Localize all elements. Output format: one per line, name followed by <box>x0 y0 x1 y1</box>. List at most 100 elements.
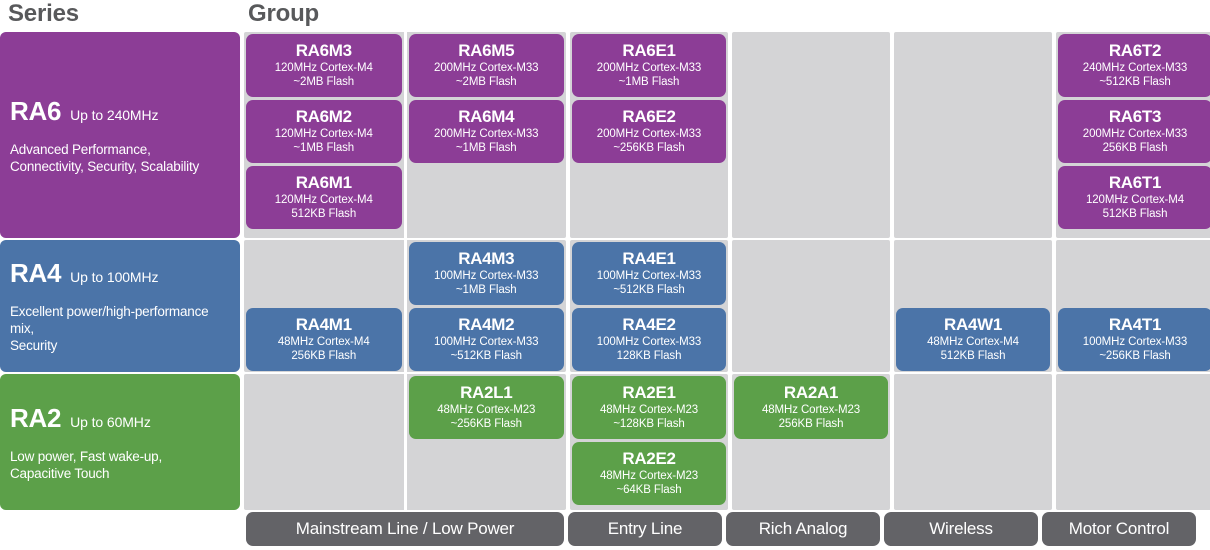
column-mainstream-lowpower-ra6: RA6M3 120MHz Cortex-M4 ~2MB Flash RA6M2 … <box>244 32 566 238</box>
product-chip[interactable]: RA6M5 200MHz Cortex-M33 ~2MB Flash <box>408 34 564 97</box>
product-chip[interactable]: RA6M2 120MHz Cortex-M4 ~1MB Flash <box>246 100 402 163</box>
category-footer: Mainstream Line / Low Power Entry Line R… <box>0 512 1210 550</box>
chip-core: 200MHz Cortex-M33 <box>1082 127 1188 140</box>
column-wireless-ra6 <box>894 32 1052 238</box>
subcolumn-mainstream-ra2 <box>244 374 404 510</box>
product-chip[interactable]: RA4M3 100MHz Cortex-M33 ~1MB Flash <box>408 242 564 305</box>
chip-name: RA4T1 <box>1108 314 1162 334</box>
product-chip[interactable]: RA6T2 240MHz Cortex-M33 ~512KB Flash <box>1058 34 1210 97</box>
product-chip[interactable]: RA6E1 200MHz Cortex-M33 ~1MB Flash <box>572 34 726 97</box>
chip-flash: 512KB Flash <box>291 207 357 220</box>
chip-core: 100MHz Cortex-M33 <box>596 335 702 348</box>
chip-core: 200MHz Cortex-M33 <box>434 61 539 74</box>
product-chip[interactable]: RA6E2 200MHz Cortex-M33 ~256KB Flash <box>572 100 726 163</box>
series-card-ra2[interactable]: RA2 Up to 60MHz Low power, Fast wake-up,… <box>0 374 240 510</box>
series-row-ra2: RA2 Up to 60MHz Low power, Fast wake-up,… <box>0 374 1210 510</box>
column-motor-ra4: RA4T1 100MHz Cortex-M33 ~256KB Flash <box>1056 240 1210 372</box>
empty-slot <box>246 242 402 305</box>
chip-core: 120MHz Cortex-M4 <box>274 61 373 74</box>
product-chip[interactable]: RA2E2 48MHz Cortex-M23 ~64KB Flash <box>572 442 726 505</box>
product-chip[interactable]: RA6M1 120MHz Cortex-M4 512KB Flash <box>246 166 402 229</box>
footer-label-entry[interactable]: Entry Line <box>568 512 722 546</box>
chip-name: RA6E2 <box>622 106 676 126</box>
series-name-ra2: RA2 <box>10 402 62 433</box>
chip-name: RA4E1 <box>622 248 676 268</box>
series-card-ra4[interactable]: RA4 Up to 100MHz Excellent power/high-pe… <box>0 240 240 372</box>
chip-core: 48MHz Cortex-M4 <box>927 335 1019 348</box>
column-analog-ra4 <box>732 240 890 372</box>
chip-flash: ~2MB Flash <box>293 75 355 88</box>
chip-flash: 256KB Flash <box>778 417 844 430</box>
series-title-ra2: RA2 Up to 60MHz <box>10 403 230 434</box>
series-column-header: Series <box>8 0 79 27</box>
chip-core: 100MHz Cortex-M33 <box>1082 335 1188 348</box>
product-chip[interactable]: RA2L1 48MHz Cortex-M23 ~256KB Flash <box>408 376 564 439</box>
series-description-ra2: Low power, Fast wake-up, Capacitive Touc… <box>10 448 163 481</box>
series-title-ra4: RA4 Up to 100MHz <box>10 258 230 289</box>
footer-label-mainstream-lowpower[interactable]: Mainstream Line / Low Power <box>246 512 564 546</box>
group-column-header: Group <box>248 0 319 27</box>
chip-flash: ~64KB Flash <box>616 483 682 496</box>
chip-core: 48MHz Cortex-M23 <box>437 403 536 416</box>
product-chip[interactable]: RA4T1 100MHz Cortex-M33 ~256KB Flash <box>1058 308 1210 371</box>
chip-core: 100MHz Cortex-M33 <box>434 269 539 282</box>
series-name-ra6: RA6 <box>10 95 62 126</box>
product-chip[interactable]: RA2E1 48MHz Cortex-M23 ~128KB Flash <box>572 376 726 439</box>
chip-core: 240MHz Cortex-M33 <box>1082 61 1188 74</box>
column-entry-ra2: RA2E1 48MHz Cortex-M23 ~128KB Flash RA2E… <box>570 374 728 510</box>
product-chip[interactable]: RA6T1 120MHz Cortex-M4 512KB Flash <box>1058 166 1210 229</box>
chip-flash: ~1MB Flash <box>618 75 680 88</box>
column-analog-ra6 <box>732 32 890 238</box>
product-chip[interactable]: RA4E2 100MHz Cortex-M33 128KB Flash <box>572 308 726 371</box>
subcolumn-lowpower-ra2: RA2L1 48MHz Cortex-M23 ~256KB Flash <box>403 374 567 510</box>
chip-name: RA6M1 <box>295 172 352 192</box>
product-chip[interactable]: RA4M1 48MHz Cortex-M4 256KB Flash <box>246 308 402 371</box>
chip-flash: 256KB Flash <box>291 349 357 362</box>
product-chip[interactable]: RA6T3 200MHz Cortex-M33 256KB Flash <box>1058 100 1210 163</box>
subcolumn-mainstream-ra6: RA6M3 120MHz Cortex-M4 ~2MB Flash RA6M2 … <box>244 32 404 238</box>
chip-name: RA6M5 <box>458 40 515 60</box>
empty-slot <box>896 242 1050 305</box>
chip-name: RA6E1 <box>622 40 676 60</box>
column-motor-ra6: RA6T2 240MHz Cortex-M33 ~512KB Flash RA6… <box>1056 32 1210 238</box>
chip-name: RA4W1 <box>943 314 1002 334</box>
column-wireless-ra4: RA4W1 48MHz Cortex-M4 512KB Flash <box>894 240 1052 372</box>
chip-name: RA4M3 <box>458 248 515 268</box>
footer-label-analog[interactable]: Rich Analog <box>726 512 880 546</box>
chip-flash: ~1MB Flash <box>455 141 517 154</box>
chip-core: 120MHz Cortex-M4 <box>274 193 373 206</box>
footer-label-motor[interactable]: Motor Control <box>1042 512 1196 546</box>
column-headers: Series Group <box>0 0 1210 32</box>
series-name-ra4: RA4 <box>10 258 62 288</box>
product-chip[interactable]: RA6M4 200MHz Cortex-M33 ~1MB Flash <box>408 100 564 163</box>
series-row-ra4: RA4 Up to 100MHz Excellent power/high-pe… <box>0 240 1210 372</box>
empty-slot <box>1058 242 1210 305</box>
chip-core: 48MHz Cortex-M23 <box>599 403 699 416</box>
chip-flash: ~256KB Flash <box>450 417 522 430</box>
chip-core: 48MHz Cortex-M23 <box>599 469 699 482</box>
chip-core: 100MHz Cortex-M33 <box>434 335 539 348</box>
chip-core: 100MHz Cortex-M33 <box>596 269 702 282</box>
chip-core: 200MHz Cortex-M33 <box>596 127 702 140</box>
chip-name: RA6M3 <box>295 40 352 60</box>
chip-flash: ~512KB Flash <box>1099 75 1171 88</box>
subcolumn-mainstream-ra4: RA4M1 48MHz Cortex-M4 256KB Flash <box>244 240 404 372</box>
chip-name: RA4M1 <box>295 314 352 334</box>
product-chip[interactable]: RA4E1 100MHz Cortex-M33 ~512KB Flash <box>572 242 726 305</box>
chip-core: 200MHz Cortex-M33 <box>434 127 539 140</box>
product-grid: RA6 Up to 240MHz Advanced Performance, C… <box>0 32 1210 510</box>
series-card-ra6[interactable]: RA6 Up to 240MHz Advanced Performance, C… <box>0 32 240 238</box>
empty-slot <box>409 166 565 229</box>
series-description-ra4: Excellent power/high-performance mix, Se… <box>10 304 209 353</box>
chip-flash: ~256KB Flash <box>613 141 685 154</box>
column-analog-ra2: RA2A1 48MHz Cortex-M23 256KB Flash <box>732 374 890 510</box>
chip-flash: ~1MB Flash <box>293 141 355 154</box>
product-chip[interactable]: RA2A1 48MHz Cortex-M23 256KB Flash <box>734 376 888 439</box>
empty-slot <box>572 166 726 229</box>
subcolumn-lowpower-ra6: RA6M5 200MHz Cortex-M33 ~2MB Flash RA6M4… <box>403 32 567 238</box>
product-chip[interactable]: RA4M2 100MHz Cortex-M33 ~512KB Flash <box>408 308 564 371</box>
chip-flash: ~256KB Flash <box>1099 349 1171 362</box>
product-chip[interactable]: RA4W1 48MHz Cortex-M4 512KB Flash <box>896 308 1050 371</box>
footer-label-wireless[interactable]: Wireless <box>884 512 1038 546</box>
product-chip[interactable]: RA6M3 120MHz Cortex-M4 ~2MB Flash <box>246 34 402 97</box>
